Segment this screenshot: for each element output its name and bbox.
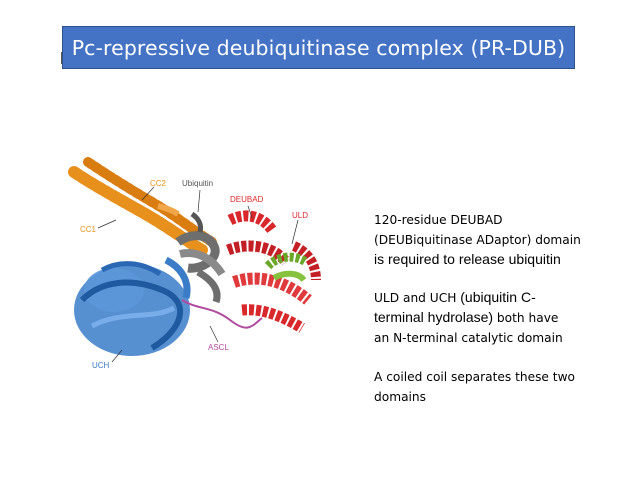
uld-domain [264,252,309,283]
p1-line3: is required to release ubiquitin [374,251,561,267]
p2-line2b: both have [493,311,559,325]
p2-line3: an N-terminal catalytic domain [374,331,563,345]
deubad-domain [225,210,321,333]
label-uch: UCH [92,361,110,370]
slide-title: Pc-repressive deubiquitinase complex (PR… [71,35,566,60]
paragraph-coiled-coil: A coiled coil separates these two domain… [374,367,614,407]
paragraph-uld-uch: ULD and UCH (ubiquitin C- terminal hydro… [374,288,614,348]
p1-line1: 120-residue DEUBAD [374,213,503,227]
p2-line1b: (ubiquitin C- [460,289,536,305]
p2-line1a: ULD and UCH [374,291,461,305]
ubiquitin-domain [175,211,226,304]
title-bar: Pc-repressive deubiquitinase complex (PR… [62,26,575,69]
label-cc1: CC1 [80,225,97,234]
description-text: 120-residue DEUBAD (DEUBiquitinase ADapt… [374,210,614,426]
label-cc2: CC2 [150,179,167,188]
p1-line2: (DEUBiquitinase ADaptor) domain [374,233,581,247]
label-leaders [97,186,299,363]
label-ascl: ASCL [208,343,229,352]
protein-structure-figure: CC2 CC1 Ubiquitin DEUBAD ULD ASCL UCH [68,157,321,370]
label-uld: ULD [292,211,308,220]
p2-line2a: terminal hydrolase) [374,309,494,325]
paragraph-deubad: 120-residue DEUBAD (DEUBiquitinase ADapt… [374,210,614,269]
p3-line1: A coiled coil separates these two [374,370,576,384]
ascl-loop [181,299,263,329]
uch-domain [74,256,191,356]
label-deubad: DEUBAD [230,195,264,204]
label-ubiquitin: Ubiquitin [182,179,213,188]
p3-line2: domains [374,390,426,404]
